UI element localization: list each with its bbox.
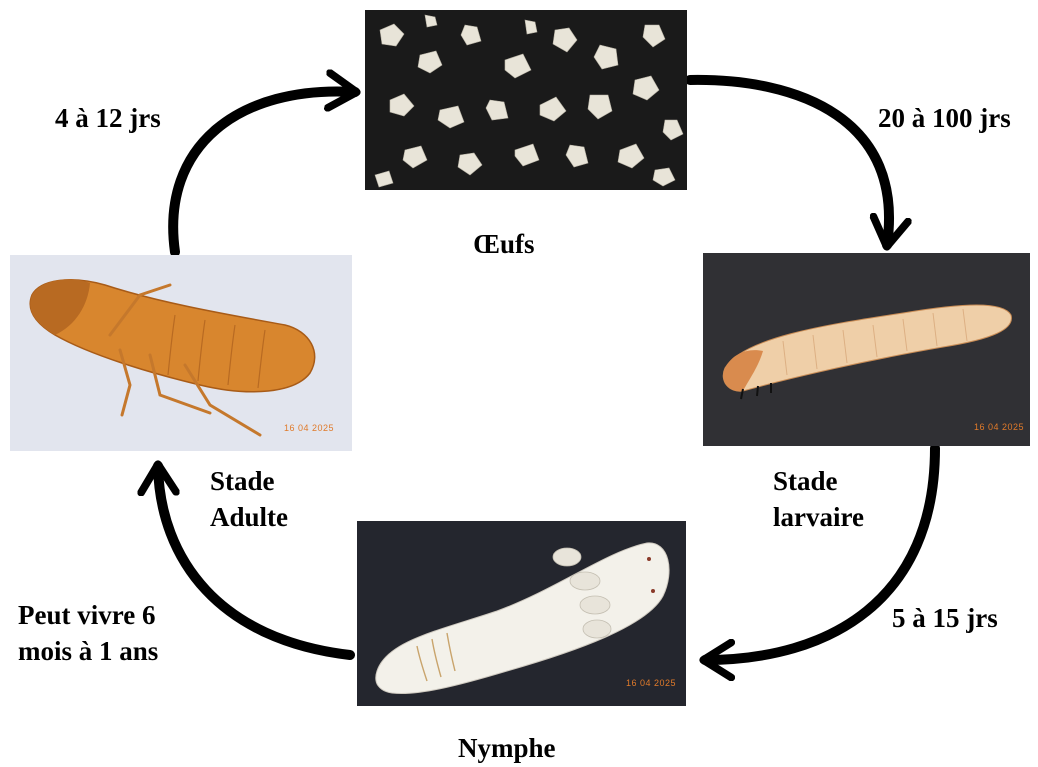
duration-adult-to-eggs: 4 à 12 jrs: [55, 100, 161, 136]
pupa-label: Nymphe: [458, 730, 556, 766]
adult-label-line1: Stade: [210, 463, 288, 499]
duration-pupa-to-adult-line2: mois à 1 ans: [18, 633, 158, 669]
adult-label: Stade Adulte: [210, 463, 288, 535]
adult-photo: 16 04 2025: [10, 255, 352, 451]
larva-label: Stade larvaire: [773, 463, 864, 535]
adult-label-line2: Adulte: [210, 499, 288, 535]
duration-larva-to-pupa: 5 à 15 jrs: [892, 600, 998, 636]
adult-photo-date: 16 04 2025: [284, 423, 334, 433]
arrow-adult-to-eggs: [173, 91, 355, 252]
arrow-eggs-to-larva: [690, 80, 889, 245]
larva-label-line2: larvaire: [773, 499, 864, 535]
duration-pupa-to-adult-line1: Peut vivre 6: [18, 597, 158, 633]
pupa-photo: 16 04 2025: [357, 521, 686, 706]
larva-photo: 16 04 2025: [703, 253, 1030, 446]
duration-eggs-to-larva: 20 à 100 jrs: [878, 100, 1011, 136]
larva-label-line1: Stade: [773, 463, 864, 499]
larva-photo-date: 16 04 2025: [974, 422, 1024, 432]
duration-pupa-to-adult: Peut vivre 6 mois à 1 ans: [18, 597, 158, 669]
eggs-label: Œufs: [473, 226, 535, 262]
pupa-photo-date: 16 04 2025: [626, 678, 676, 688]
eggs-photo: [365, 10, 687, 190]
